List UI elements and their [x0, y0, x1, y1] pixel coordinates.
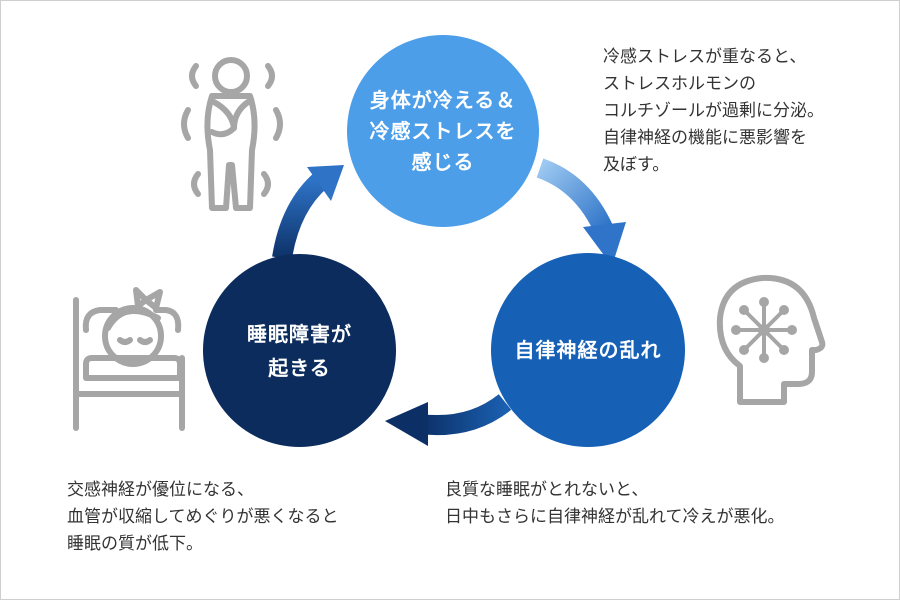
step-label-line: 冷感ストレスを — [369, 118, 517, 143]
note-line: 及ぼす。 — [603, 155, 670, 175]
cycle-step-sleep-disorder: 睡眠障害が 起きる — [203, 254, 396, 447]
arrow-left-to-top — [272, 165, 344, 260]
note-line: 自律神経の機能に悪影響を — [603, 128, 807, 148]
note-line: 睡眠の質が低下。 — [67, 534, 203, 554]
note-line: ストレスホルモンの — [603, 74, 756, 94]
note-line: コルチゾールが過剰に分泌。 — [603, 101, 824, 121]
note-line: 良質な睡眠がとれないと、 — [445, 480, 649, 500]
step-label-line: 自律神経の乱れ — [514, 337, 662, 362]
note-poor-sleep: 良質な睡眠がとれないと、 日中もさらに自律神経が乱れて冷えが悪化。 — [445, 477, 785, 531]
arrow-top-to-right — [536, 158, 626, 266]
cycle-step-body-cold: 身体が冷える＆ 冷感ストレスを 感じる — [347, 35, 539, 227]
note-line: 交感神経が優位になる、 — [67, 480, 254, 500]
note-line: 日中もさらに自律神経が乱れて冷えが悪化。 — [445, 507, 785, 527]
note-cold-stress: 冷感ストレスが重なると、 ストレスホルモンの コルチゾールが過剰に分泌。 自律神… — [603, 44, 824, 179]
step-label-line: 感じる — [411, 149, 475, 174]
note-line: 冷感ストレスが重なると、 — [603, 47, 807, 67]
head-nerves-icon — [716, 274, 826, 405]
step-label-line: 睡眠障害が — [247, 321, 352, 346]
sleeping-girl-icon — [73, 287, 185, 431]
cycle-step-autonomic-disorder: 自律神経の乱れ — [491, 253, 685, 447]
shivering-person-icon — [181, 57, 283, 211]
step-label-line: 起きる — [268, 355, 331, 380]
arrow-right-to-left — [385, 393, 512, 446]
step-label-line: 身体が冷える＆ — [369, 87, 517, 112]
note-line: 血管が収縮してめぐりが悪くなると — [67, 507, 339, 527]
note-sympathetic-nerve: 交感神経が優位になる、 血管が収縮してめぐりが悪くなると 睡眠の質が低下。 — [67, 477, 339, 558]
